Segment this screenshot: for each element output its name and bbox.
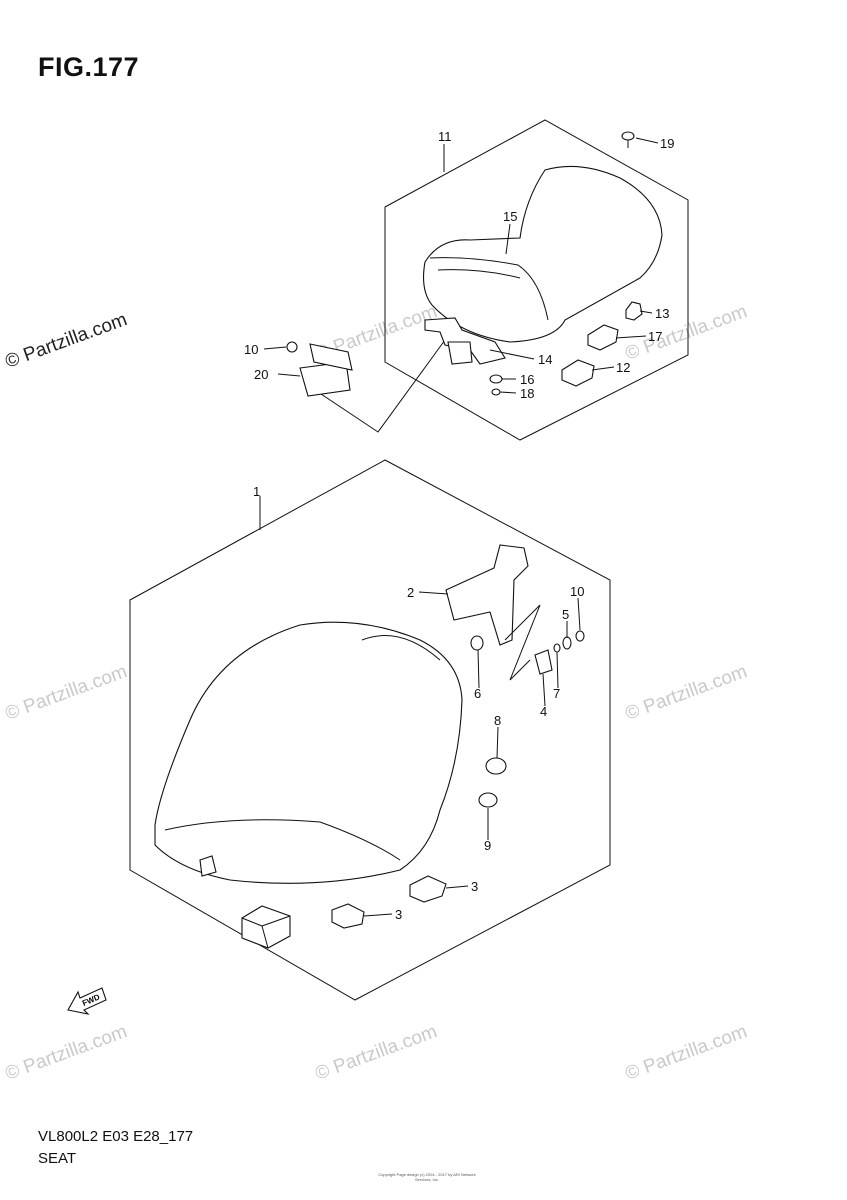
- bolt-11: [286, 341, 298, 353]
- washer-19: [491, 388, 501, 396]
- diagram-code: VL800L2 E03 E28_177: [38, 1128, 194, 1145]
- copyright-note: Copyright Page design (c) 2004 - 2017 by…: [378, 1172, 476, 1182]
- nut-14: [625, 301, 643, 321]
- callout-20: 19: [660, 136, 674, 151]
- leader-line: [317, 339, 446, 433]
- washer-6: [470, 635, 484, 651]
- callout-3a: 3: [471, 879, 478, 894]
- callout-7: 7: [553, 686, 560, 701]
- screw-20: [621, 131, 635, 148]
- rear-seat-frame: [384, 119, 689, 441]
- cushion-18: [587, 324, 619, 351]
- leader-line: [504, 604, 541, 681]
- callout-6: 6: [474, 686, 481, 701]
- callout-10: 10: [570, 584, 584, 599]
- cushion-8: [485, 757, 507, 775]
- callout-2: 2: [407, 585, 414, 600]
- watermark: © Partzilla.com: [3, 661, 130, 725]
- cushion-3a: [409, 875, 447, 903]
- bracket-2: [445, 544, 529, 646]
- callout-3b: 3: [395, 907, 402, 922]
- callout-8: 8: [494, 713, 501, 728]
- callout-9: 9: [484, 838, 491, 853]
- watermark: © Partzilla.com: [3, 1021, 130, 1085]
- callout-14: 13: [655, 306, 669, 321]
- callout-17: 16: [520, 372, 534, 387]
- callout-labels: 11 19 15 13 17 14 12 16 18 10 20 1 2 10 …: [244, 129, 674, 922]
- figure-title: FIG.177: [38, 52, 140, 82]
- callout-4: 4: [540, 704, 547, 719]
- bracket-21: [299, 343, 353, 397]
- callout-11: 10: [244, 342, 258, 357]
- callout-21: 20: [254, 367, 268, 382]
- front-seat-frame: [129, 459, 611, 1001]
- cushion-13: [561, 359, 595, 387]
- section-name: SEAT: [38, 1150, 77, 1167]
- collar-7: [553, 643, 561, 653]
- watermark: © Partzilla.com: [313, 1021, 440, 1085]
- rear-seat-cushion: [423, 165, 663, 343]
- main-seat: [154, 621, 463, 884]
- callout-16: 15: [503, 209, 517, 224]
- callout-leaders: [259, 137, 659, 917]
- cushion-9: [478, 792, 498, 808]
- callout-5: 5: [562, 607, 569, 622]
- watermark: © Partzilla.com: [623, 661, 750, 725]
- watermark-dark: © Partzilla.com: [3, 309, 130, 373]
- watermark: © Partzilla.com: [623, 1021, 750, 1085]
- clip-4: [534, 649, 553, 675]
- nut-10: [575, 630, 585, 642]
- callout-15: 14: [538, 352, 552, 367]
- fwd-arrow-icon: FWD: [67, 987, 107, 1015]
- bracket-15: [424, 317, 506, 365]
- callout-13: 12: [616, 360, 630, 375]
- washer-5: [562, 636, 572, 650]
- box-part: [241, 905, 291, 949]
- callout-12: 11: [438, 129, 452, 144]
- cushion-3b: [331, 903, 365, 929]
- callout-1: 1: [253, 484, 260, 499]
- callout-19: 18: [520, 386, 534, 401]
- callout-18: 17: [648, 329, 662, 344]
- washer-17: [489, 374, 503, 384]
